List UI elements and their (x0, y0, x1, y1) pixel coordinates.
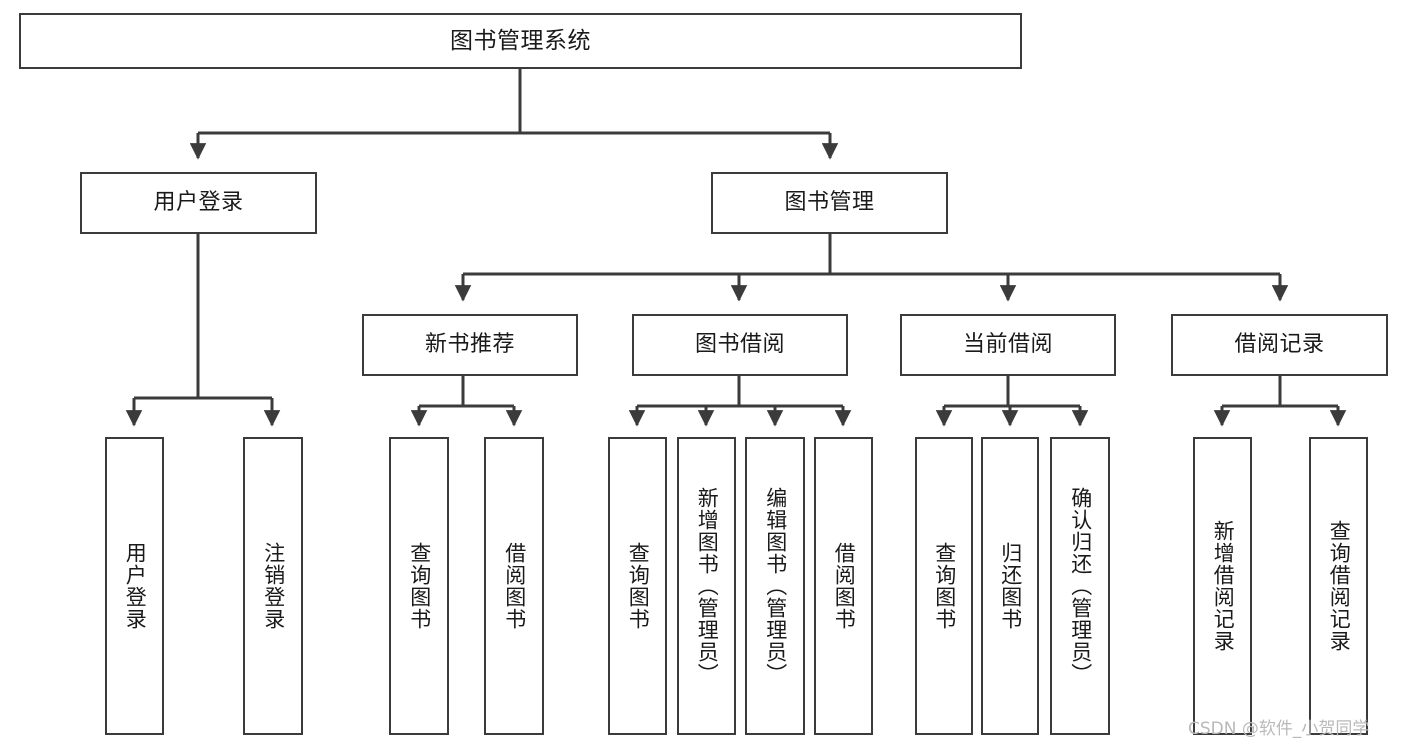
node-label: 图书管理 (784, 190, 875, 216)
node-label: 归还图书 (998, 542, 1023, 630)
node-label: 当前借阅 (962, 332, 1053, 358)
node-label: 新书推荐 (424, 332, 515, 358)
node-leaf-user-login[interactable]: 用户登录 (105, 437, 164, 735)
node-label: 借阅图书 (502, 542, 527, 630)
node-label: 图书借阅 (694, 332, 785, 358)
node-label: 查询借阅记录 (1327, 520, 1352, 652)
node-user-login[interactable]: 用户登录 (80, 172, 317, 234)
node-label: 查询图书 (626, 542, 651, 630)
node-label: 编辑图书（管理员） (763, 487, 788, 685)
node-book-management[interactable]: 图书管理 (711, 172, 948, 234)
node-label: 查询图书 (932, 542, 957, 630)
node-label: 查询图书 (407, 542, 432, 630)
node-leaf-recommend-borrow-book[interactable]: 借阅图书 (484, 437, 544, 735)
node-book-borrow[interactable]: 图书借阅 (632, 314, 848, 376)
node-current-borrow[interactable]: 当前借阅 (900, 314, 1116, 376)
node-leaf-borrow-edit-book[interactable]: 编辑图书（管理员） (745, 437, 805, 735)
node-root-system[interactable]: 图书管理系统 (19, 13, 1022, 69)
node-label: 借阅记录 (1234, 332, 1325, 358)
node-leaf-borrow-query-book[interactable]: 查询图书 (608, 437, 667, 735)
node-leaf-borrow-add-book[interactable]: 新增图书（管理员） (677, 437, 736, 735)
node-label: 确认归还（管理员） (1068, 487, 1093, 685)
node-label: 借阅图书 (832, 542, 857, 630)
node-leaf-record-add[interactable]: 新增借阅记录 (1193, 437, 1252, 735)
node-leaf-current-return-book[interactable]: 归还图书 (981, 437, 1039, 735)
node-leaf-recommend-query-book[interactable]: 查询图书 (389, 437, 449, 735)
node-label: 用户登录 (123, 542, 148, 630)
node-label: 注销登录 (261, 542, 286, 630)
node-leaf-borrow-borrow-book[interactable]: 借阅图书 (814, 437, 873, 735)
node-label: 图书管理系统 (450, 27, 591, 54)
node-label: 新增图书（管理员） (695, 487, 720, 685)
watermark-text: CSDN @软件_小贺同学 (1188, 719, 1370, 739)
node-label: 用户登录 (153, 190, 244, 216)
node-leaf-record-query[interactable]: 查询借阅记录 (1309, 437, 1368, 735)
node-leaf-user-logout[interactable]: 注销登录 (243, 437, 303, 735)
node-leaf-current-confirm-return[interactable]: 确认归还（管理员） (1050, 437, 1110, 735)
node-label: 新增借阅记录 (1211, 520, 1236, 652)
node-new-book-recommend[interactable]: 新书推荐 (362, 314, 578, 376)
node-borrow-record[interactable]: 借阅记录 (1171, 314, 1388, 376)
node-leaf-current-query-book[interactable]: 查询图书 (915, 437, 973, 735)
